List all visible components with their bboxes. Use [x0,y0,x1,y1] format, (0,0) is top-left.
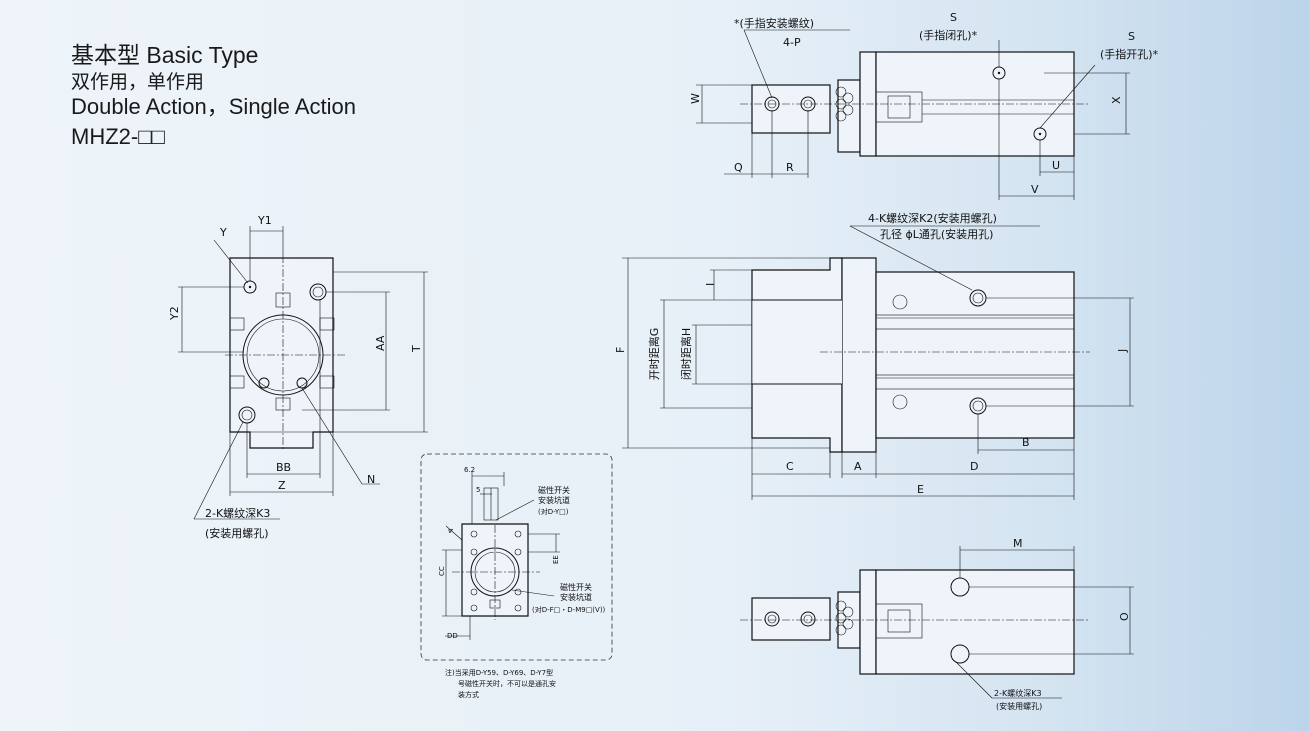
dim-y: Y [219,226,227,239]
dim-u: U [1052,159,1060,172]
dim-f: F [614,347,627,353]
end-view [178,226,428,520]
inset-dim-dd: DD [447,632,458,640]
side-mount-thread: 4-K螺纹深K2(安装用螺孔) [868,211,997,225]
dim-q: Q [734,161,743,174]
side-view [622,225,1134,500]
dim-b: B [1022,436,1030,449]
inset-dim-4: 4 [446,526,455,535]
dim-y2: Y2 [168,306,181,321]
s-closed-label: S [950,11,957,24]
inset-slot2-a: 磁性开关 [560,582,592,592]
model-number: MHZ2-□□ [71,124,165,149]
s-open-label: S [1128,30,1135,43]
title: 基本型 Basic Type [71,42,259,68]
dim-j: J [1116,349,1129,353]
dim-i: I [704,283,717,286]
bottom-mount-thread: 2-K螺纹深K3 [994,688,1042,698]
dim-w: W [689,93,702,104]
inset-dim-cc: CC [438,566,446,576]
top-view [696,29,1130,200]
dim-z: Z [278,479,286,492]
inset-dim-5: 5 [476,486,480,494]
heading-block: 基本型 Basic Type 双作用，单作用 Double Action，Sin… [71,40,356,150]
dim-v: V [1031,183,1039,196]
subtitle-cn: 双作用，单作用 [71,72,205,93]
inset-slot2-b: 安装坑道 [560,592,592,602]
dim-x: X [1110,96,1123,104]
bottom-mount-note: (安装用螺孔) [996,701,1042,711]
finger-thread-label: *(手指安装螺纹) [734,16,814,30]
dim-m: M [1013,537,1023,550]
bottom-view [740,546,1134,699]
inset-note-3: 装方式 [458,690,479,699]
dim-y1: Y1 [257,214,272,227]
dim-o: O [1118,612,1131,621]
open-distance-label: 开时距离G [647,328,661,381]
inset-note-1: 注)当采用D-Y59、D-Y69、D-Y7型 [445,668,553,677]
closed-distance-label: 闭时距离H [679,328,693,380]
side-through-hole: 孔径 ϕL通孔(安装用孔) [880,227,993,241]
inset-slot1-b: 安装坑道 [538,495,570,505]
end-mount-note: (安装用螺孔) [205,526,269,540]
dim-r: R [786,161,794,174]
subtitle-en: Double Action，Single Action [71,94,356,119]
label-n: N [367,473,375,486]
dim-bb: BB [276,461,291,474]
s-open-note: (手指开孔)* [1100,47,1159,61]
inset-note-2: 号磁性开关时，不可以是通孔安 [458,679,556,688]
inset-dim-62: 6.2 [464,466,475,474]
inset-slot1-a: 磁性开关 [538,485,570,495]
inset-slot2-c: (对D-F□・D-M9□(V)) [532,605,606,614]
end-mount-thread: 2-K螺纹深K3 [205,506,270,520]
dim-a: A [854,460,862,473]
dim-d: D [970,460,978,473]
dim-aa: AA [374,335,387,351]
inset-dim-ee: EE [552,555,560,564]
dim-e: E [917,483,924,496]
s-closed-note: (手指闭孔)* [919,28,978,42]
dim-t: T [410,345,423,353]
finger-thread-qty: 4-P [783,36,801,49]
dim-c: C [786,460,794,473]
switch-slot-inset [420,453,613,661]
inset-slot1-c: (对D-Y□) [538,507,569,516]
